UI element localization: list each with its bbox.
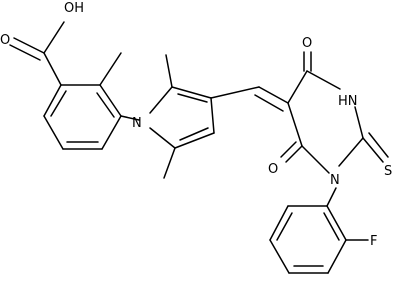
pyrimidine-n-label: N: [330, 173, 340, 188]
thione-bond-2: [368, 132, 389, 158]
carboxyl-oh-label: OH: [64, 1, 84, 16]
thione-s-label: S: [384, 164, 392, 179]
carboxylic-acid-group: [9, 21, 65, 86]
pyrimidine-o-top-label: O: [302, 36, 312, 51]
methylidene-bridge: [210, 86, 289, 112]
pyrrole-bottom-methyl-bond: [163, 147, 176, 179]
n-aryl-bond: [326, 187, 337, 207]
pyrrole-top-methyl-bond: [165, 54, 173, 88]
thione-bond: [362, 137, 384, 163]
pyrrole-ring: [149, 86, 215, 149]
pyrimidine-nh-label: HN: [338, 94, 358, 109]
pyrimidine-o-bottom-label: O: [268, 162, 278, 177]
fluorophenyl-ring: [269, 205, 347, 274]
fluorine-label: F: [370, 234, 377, 249]
aryl-n-bond: [120, 115, 140, 121]
pyrimidine-ring: [287, 70, 364, 174]
carbonyl-o-label: O: [0, 33, 10, 48]
bottom-carbonyl-bond-2: [280, 141, 297, 158]
ring-methyl-bond: [99, 52, 122, 86]
benzoic-acid-ring: [43, 84, 122, 150]
bottom-carbonyl-bond: [285, 145, 303, 163]
pyrrole-n-label: N: [132, 116, 142, 131]
